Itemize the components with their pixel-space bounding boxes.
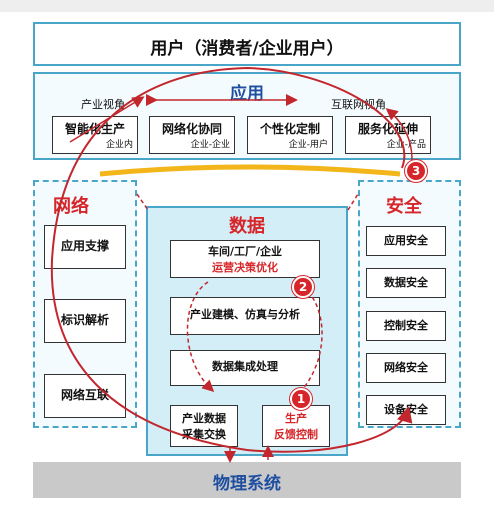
security-title: 安全 xyxy=(386,196,422,217)
data-integration-label: 数据集成处理 xyxy=(212,360,278,373)
physical-system-bar: 物理系统 xyxy=(33,462,461,498)
badge-1-label: 1 xyxy=(296,392,306,406)
security-item-label: 设备安全 xyxy=(384,403,428,416)
app-item-custom: 个性化定制 企业-用户 xyxy=(247,116,333,154)
data-top-line1: 车间/工厂/企业 xyxy=(207,245,283,258)
internet-view-label: 互联网视角 xyxy=(331,98,386,111)
app-item-label: 个性化定制 xyxy=(259,122,320,136)
network-item-identifier: 标识解析 xyxy=(44,299,126,343)
data-operation-optimization: 车间/工厂/企业 运营决策优化 xyxy=(170,240,320,278)
data-title: 数据 xyxy=(229,216,265,237)
app-item-sub: 企业-产品 xyxy=(386,140,426,150)
network-item-label: 网络互联 xyxy=(60,388,109,402)
security-item-control: 控制安全 xyxy=(366,311,446,341)
app-item-label: 网络化协同 xyxy=(161,122,222,136)
security-panel: 安全 xyxy=(358,180,461,428)
data-top-line2: 运营决策优化 xyxy=(212,261,278,274)
security-item-device: 设备安全 xyxy=(366,395,446,425)
app-item-sub: 企业内 xyxy=(105,140,133,150)
data-modeling-simulation: 产业建模、仿真与分析 xyxy=(170,297,320,335)
security-item-label: 网络安全 xyxy=(384,361,428,374)
industry-view-label: 产业视角 xyxy=(81,98,125,111)
network-title: 网络 xyxy=(53,196,89,217)
app-item-sub: 企业-企业 xyxy=(190,140,230,150)
data-modeling-label: 产业建模、仿真与分析 xyxy=(190,308,300,321)
app-item-smart-production: 智能化生产 企业内 xyxy=(52,116,138,154)
app-item-sub: 企业-用户 xyxy=(288,140,328,150)
app-item-network-collab: 网络化协同 企业-企业 xyxy=(149,116,235,154)
security-item-label: 数据安全 xyxy=(384,276,428,289)
security-item-data: 数据安全 xyxy=(366,268,446,298)
data-feedback-line1: 生产 xyxy=(285,412,307,425)
network-item-app-support: 应用支撑 xyxy=(44,225,126,269)
network-item-label: 标识解析 xyxy=(60,313,109,327)
app-item-label: 智能化生产 xyxy=(64,122,125,136)
badge-2-label: 2 xyxy=(298,280,308,294)
top-strip xyxy=(0,0,494,12)
app-item-label: 服务化延伸 xyxy=(357,122,418,136)
security-item-label: 应用安全 xyxy=(384,234,428,247)
user-bar: 用户（消费者/企业用户） xyxy=(33,22,461,66)
network-item-interconnect: 网络互联 xyxy=(44,374,126,418)
security-item-app: 应用安全 xyxy=(366,226,446,256)
physical-system-label: 物理系统 xyxy=(213,474,281,494)
badge-3: 3 xyxy=(405,160,427,182)
data-feedback-line2: 反馈控制 xyxy=(274,428,318,441)
network-item-label: 应用支撑 xyxy=(60,239,109,253)
user-bar-label: 用户（消费者/企业用户） xyxy=(150,39,344,59)
data-feedback-control: 生产 反馈控制 xyxy=(262,405,330,447)
badge-1: 1 xyxy=(290,388,312,410)
data-integration: 数据集成处理 xyxy=(170,350,320,386)
badge-3-label: 3 xyxy=(411,164,421,178)
data-collect-exchange: 产业数据 采集交换 xyxy=(170,405,238,447)
app-item-service: 服务化延伸 企业-产品 xyxy=(345,116,431,154)
security-item-network: 网络安全 xyxy=(366,353,446,383)
data-collect-line2: 采集交换 xyxy=(182,428,226,441)
badge-2: 2 xyxy=(292,276,314,298)
data-collect-line1: 产业数据 xyxy=(182,412,226,425)
security-item-label: 控制安全 xyxy=(384,319,428,332)
